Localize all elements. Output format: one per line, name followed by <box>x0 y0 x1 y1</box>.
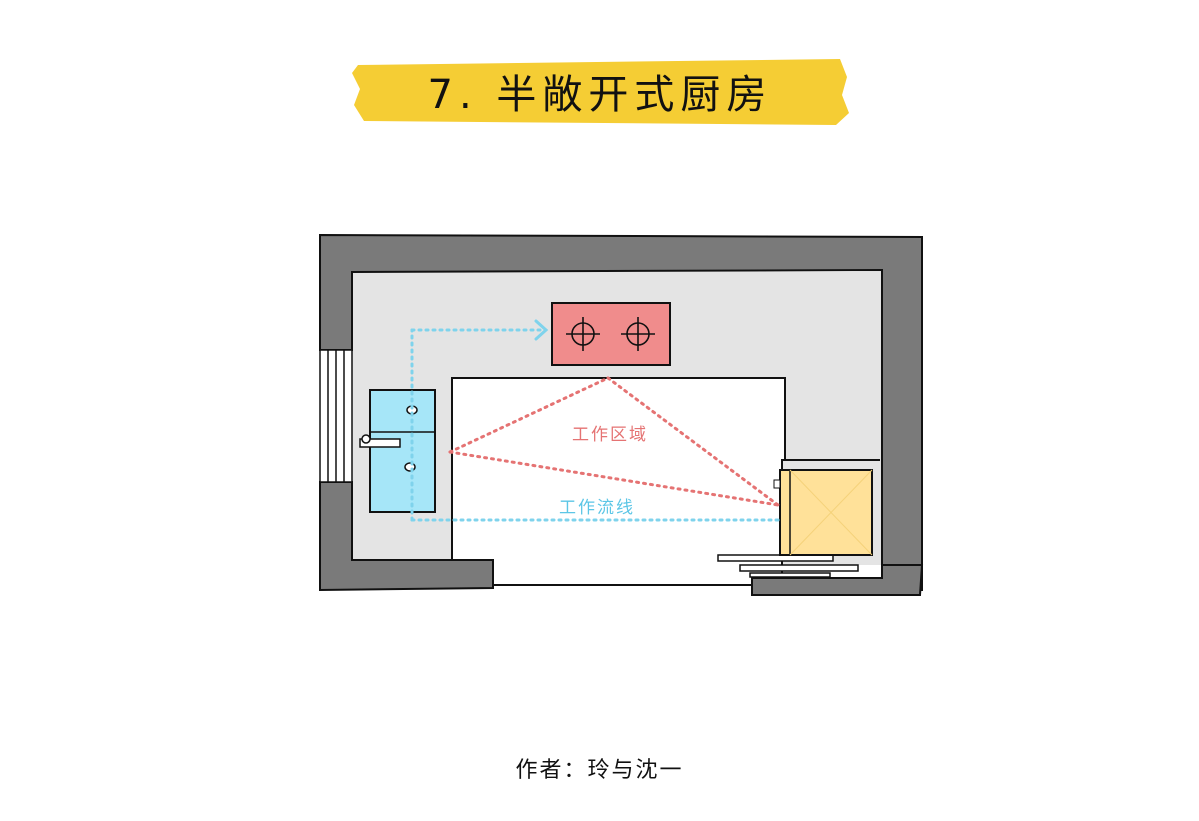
burner-icon <box>621 317 655 351</box>
fridge <box>773 469 873 556</box>
burner-icon <box>566 317 600 351</box>
page-title: 7. 半敞开式厨房 <box>427 72 773 118</box>
work-flow-line <box>410 319 780 522</box>
work-flow-label: 工作流线 <box>559 498 635 518</box>
author-credit: 作者：玲与沈一 <box>515 758 684 783</box>
highlighter-stroke <box>352 59 849 125</box>
wall-right-bottom <box>751 564 924 596</box>
open-counter-area <box>451 377 786 586</box>
work-zone-triangle <box>448 376 780 507</box>
door <box>717 554 859 578</box>
sink <box>359 389 436 513</box>
window <box>319 349 353 483</box>
faucet-icon <box>359 438 401 448</box>
title-banner: 7. 半敞开式厨房 <box>350 55 850 127</box>
stove <box>551 302 671 366</box>
work-zone-label: 工作区域 <box>572 425 648 445</box>
kitchen-floor-plan: 工作区域 工作流线 <box>319 233 924 596</box>
